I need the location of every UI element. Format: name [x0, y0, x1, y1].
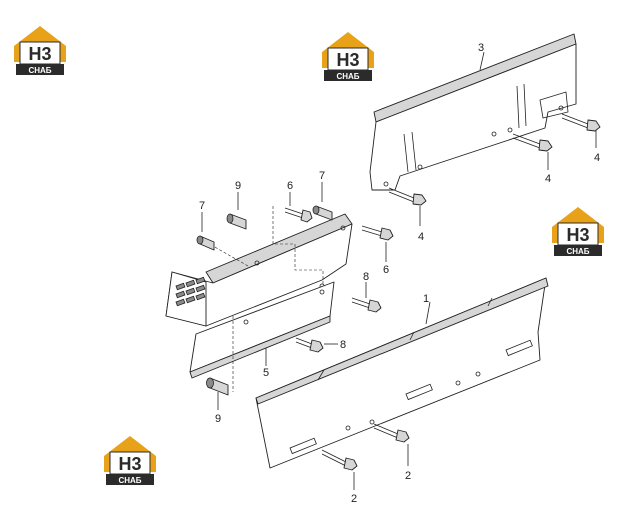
part-3-upper-plate — [369, 33, 577, 191]
callout-7: 7 — [319, 170, 325, 182]
callout-9: 9 — [215, 413, 221, 425]
callout-labels: 1 2 2 3 4 4 4 5 6 6 7 7 8 8 9 9 — [199, 42, 600, 505]
callout-7: 7 — [199, 200, 205, 212]
callout-4: 4 — [545, 173, 551, 185]
bolt-8-right — [351, 297, 382, 313]
callout-1: 1 — [423, 293, 429, 305]
bolt-4-b — [512, 133, 553, 152]
part-1-long-plate — [255, 277, 549, 469]
leader-lines — [201, 51, 597, 490]
spacer-7-right — [312, 205, 333, 221]
callout-5: 5 — [263, 367, 269, 379]
spacer-9-top — [226, 213, 247, 230]
logo-mark-text: H3 — [566, 225, 589, 245]
spacer-7-left — [196, 235, 215, 251]
bolt-6-top — [284, 207, 313, 223]
callout-6: 6 — [383, 264, 389, 276]
logo-caption-text: СНАБ — [118, 476, 141, 485]
callout-8: 8 — [340, 339, 346, 351]
logo-caption-text: СНАБ — [566, 247, 589, 256]
callout-6: 6 — [287, 180, 293, 192]
callout-4: 4 — [418, 231, 424, 243]
callout-9: 9 — [235, 180, 241, 192]
logo-mark-text: H3 — [28, 44, 51, 64]
logo-caption-text: СНАБ — [336, 72, 359, 81]
bolt-2-b — [321, 449, 358, 471]
logo-mark-text: H3 — [336, 50, 359, 70]
part-5-lower-plate — [189, 281, 335, 379]
bolt-4-a — [561, 113, 601, 132]
bolt-6-right — [361, 225, 394, 241]
grille-slots — [175, 276, 206, 307]
callout-2: 2 — [351, 493, 357, 505]
logo-mark-text: H3 — [118, 454, 141, 474]
callout-4: 4 — [594, 152, 600, 164]
part-grille-plate — [165, 213, 353, 327]
logo-right: H3 СНАБ — [551, 206, 605, 257]
bolt-4-c — [388, 187, 427, 206]
callout-8: 8 — [363, 271, 369, 283]
logo-top-center: H3 СНАБ — [321, 31, 375, 82]
logo-bottom-left: H3 СНАБ — [103, 435, 157, 486]
callout-2: 2 — [405, 470, 411, 482]
logo-caption-text: СНАБ — [28, 66, 51, 75]
spacer-9-bottom — [206, 377, 229, 396]
callout-3: 3 — [478, 42, 484, 54]
bolt-8-lower — [295, 337, 324, 353]
bolt-2-a — [373, 423, 410, 443]
logo-top-left: H3 СНАБ — [13, 25, 67, 76]
